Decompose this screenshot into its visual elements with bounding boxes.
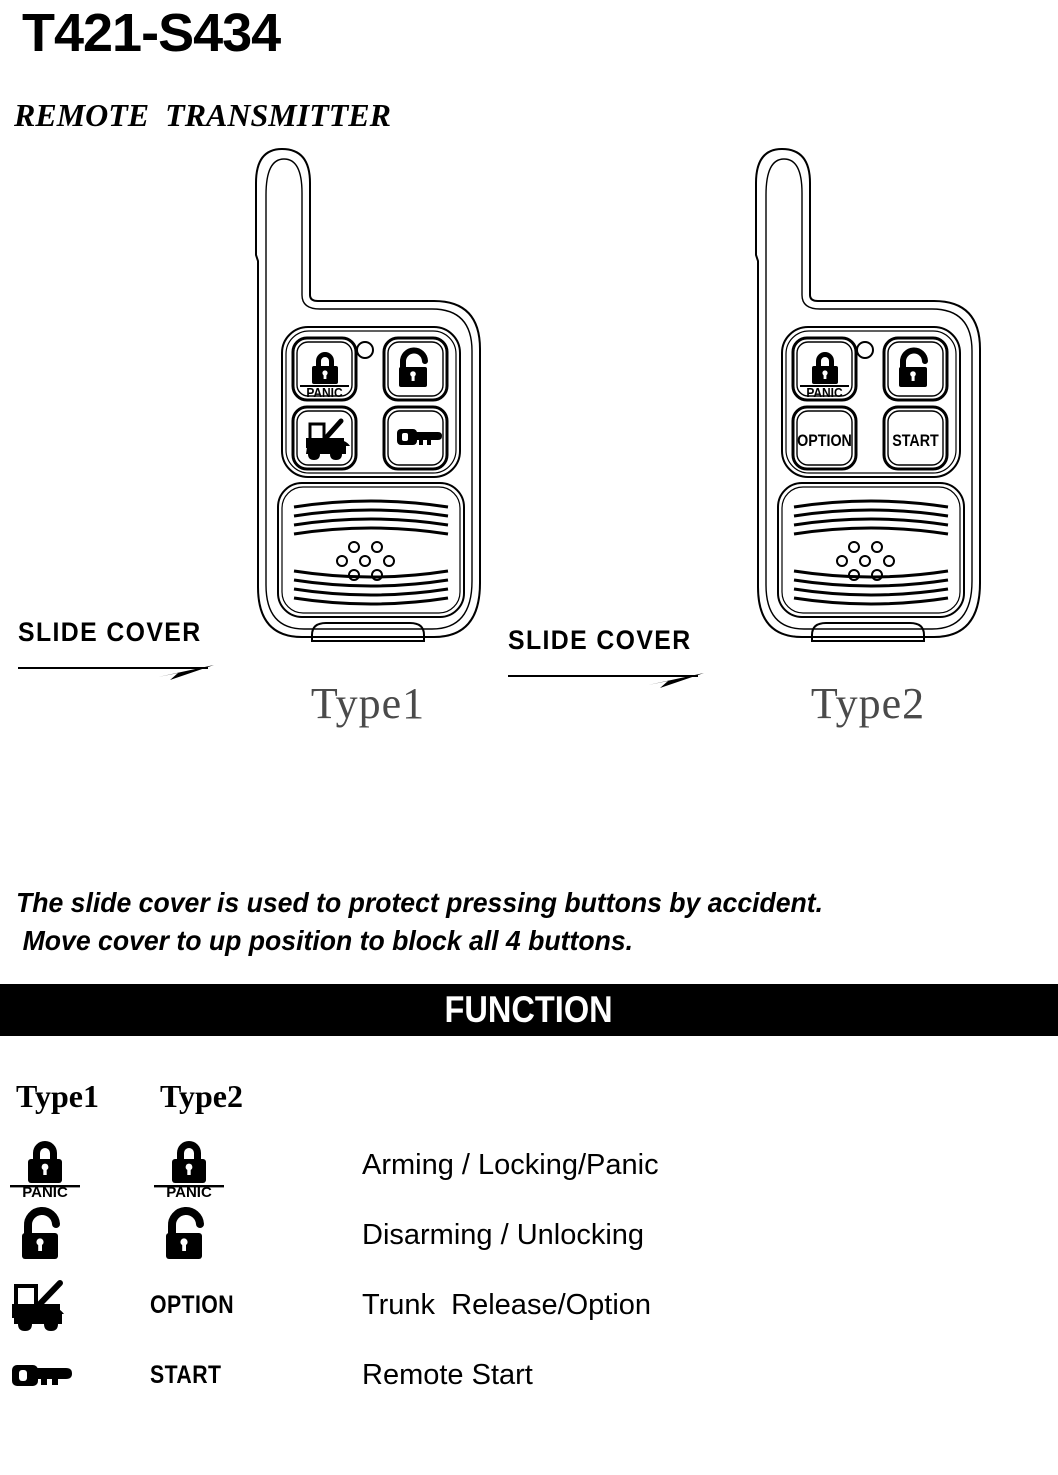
table-row: START Remote Start — [0, 1340, 1058, 1410]
svg-text:PANIC: PANIC — [166, 1184, 212, 1197]
padlock-unlocked-icon — [166, 1206, 204, 1259]
function-table-header: Type1 Type2 — [0, 1078, 1058, 1130]
start-label: START — [150, 1360, 222, 1389]
svg-text:START: START — [892, 432, 939, 450]
page-subtitle: REMOTE TRANSMITTER — [14, 97, 391, 133]
instruction-text: The slide cover is used to protect press… — [16, 884, 966, 960]
car-key-icon — [12, 1365, 72, 1386]
button-panic-type2: PANIC — [791, 336, 858, 402]
figure-caption-type1: Type1 — [310, 679, 426, 728]
function-banner-label: FUNCTION — [444, 989, 614, 1030]
car-trunk-release-icon — [12, 1280, 64, 1331]
remote-illustration-type2: PANIC OPTION START — [738, 135, 998, 675]
cell-description: Disarming / Unlocking — [362, 1219, 645, 1251]
button-trunk-type1 — [291, 405, 358, 471]
button-unlock-type2 — [882, 336, 949, 402]
button-option-type2: OPTION — [791, 405, 858, 471]
cell-type1-icon — [6, 1340, 116, 1410]
slide-cover-callout-type2: SLIDE COVER — [508, 625, 738, 690]
function-banner: FUNCTION — [0, 984, 1058, 1036]
table-row: Disarming / Unlocking — [0, 1200, 1058, 1270]
led-indicator-icon — [356, 341, 374, 359]
svg-text:PANIC: PANIC — [806, 386, 842, 401]
slide-cover-arrow-icon — [18, 665, 214, 680]
cell-type2-label: START — [150, 1340, 290, 1410]
column-header-type1: Type1 — [16, 1078, 99, 1114]
padlock-unlocked-icon — [22, 1206, 60, 1259]
instruction-line-2: Move cover to up position to block all 4… — [22, 925, 634, 956]
function-table: Type1 Type2 PANIC PANIC Armi — [0, 1078, 1058, 1410]
cell-type2-label: OPTION — [150, 1270, 290, 1340]
instruction-line-1: The slide cover is used to protect press… — [16, 887, 824, 918]
table-row: PANIC PANIC Arming / Locking/Panic — [0, 1130, 1058, 1200]
option-label: OPTION — [150, 1290, 235, 1319]
table-row: OPTION Trunk Release/Option — [0, 1270, 1058, 1340]
slide-cover-callout-type1: SLIDE COVER — [18, 617, 248, 682]
led-indicator-icon — [856, 341, 874, 359]
slide-cover-arrow-icon — [508, 673, 704, 688]
padlock-locked-panic-icon: PANIC — [154, 1141, 224, 1197]
button-start-type2: START — [882, 405, 949, 471]
padlock-locked-panic-icon: PANIC — [10, 1141, 80, 1197]
cell-description: Trunk Release/Option — [362, 1289, 652, 1321]
remote-body-type2-svg: PANIC OPTION START — [755, 147, 981, 642]
column-header-type2: Type2 — [160, 1078, 243, 1114]
button-key-type1 — [382, 405, 449, 471]
svg-text:OPTION: OPTION — [797, 432, 852, 450]
slide-cover-label: SLIDE COVER — [508, 625, 692, 655]
cell-type2-icon: PANIC — [150, 1130, 290, 1200]
cell-type2-icon — [150, 1200, 290, 1270]
cell-type1-icon — [6, 1200, 116, 1270]
button-unlock-type1 — [382, 336, 449, 402]
cell-type1-icon — [6, 1270, 116, 1340]
svg-text:PANIC: PANIC — [306, 386, 342, 401]
cell-type1-icon: PANIC — [6, 1130, 116, 1200]
remote-body-type1-svg: PANIC — [255, 147, 481, 642]
slide-cover-label: SLIDE COVER — [18, 617, 202, 647]
cell-description: Remote Start — [362, 1359, 533, 1391]
remote-illustration-type1: PANIC — [238, 135, 498, 675]
page-title: T421-S434 — [22, 3, 281, 63]
speaker-dots — [836, 541, 895, 581]
button-panic-type1: PANIC — [291, 336, 358, 402]
remote-figure-area: PANIC — [0, 135, 1058, 755]
svg-text:PANIC: PANIC — [22, 1184, 68, 1197]
speaker-dots — [336, 541, 395, 581]
cell-description: Arming / Locking/Panic — [362, 1149, 659, 1181]
figure-caption-type2: Type2 — [810, 679, 926, 728]
